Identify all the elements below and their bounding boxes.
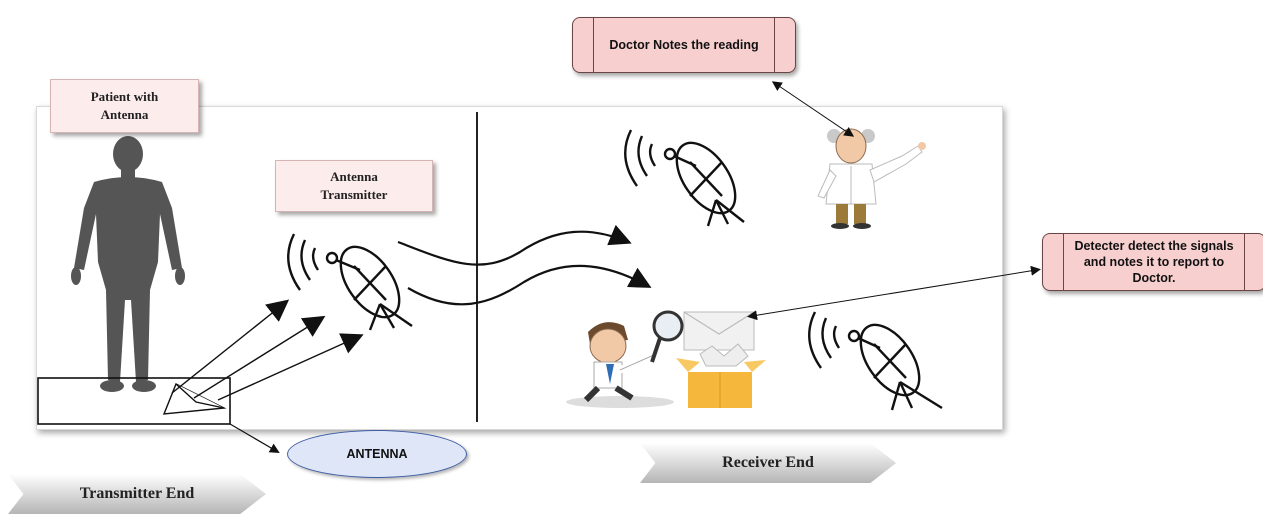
satellite-dish-icon bbox=[624, 129, 745, 227]
doctor-link-arrow bbox=[771, 81, 855, 137]
antenna-pointer bbox=[229, 423, 280, 454]
open-box-icon bbox=[676, 343, 766, 408]
doctor-callout: Doctor Notes the reading bbox=[572, 17, 796, 73]
antenna-ellipse: ANTENNA bbox=[287, 430, 467, 478]
transmitter-end-chevron: Transmitter End bbox=[8, 474, 266, 514]
doctor-icon bbox=[817, 128, 926, 229]
transmit-arrow bbox=[193, 315, 326, 399]
signal-wave-arrow bbox=[407, 264, 652, 306]
doctor-callout-text: Doctor Notes the reading bbox=[609, 38, 759, 52]
detective-icon bbox=[566, 322, 674, 408]
human-silhouette-icon bbox=[71, 136, 185, 392]
detector-callout: Detecter detect the signals and notes it… bbox=[1042, 233, 1263, 291]
transmit-arrow bbox=[171, 299, 290, 394]
antenna-ellipse-text: ANTENNA bbox=[346, 447, 408, 461]
paper-plane-icon bbox=[162, 383, 227, 415]
magnifier-icon bbox=[650, 310, 684, 363]
end-divider bbox=[476, 112, 478, 422]
transmitter-label: Antenna Transmitter bbox=[275, 160, 433, 212]
receiver-end-text: Receiver End bbox=[722, 454, 814, 471]
detector-link-arrow bbox=[747, 265, 1041, 321]
sensor-box bbox=[37, 377, 231, 425]
patient-label-text: Patient with Antenna bbox=[90, 89, 159, 122]
receiver-end-chevron: Receiver End bbox=[640, 443, 896, 483]
detector-callout-text: Detecter detect the signals and notes it… bbox=[1074, 239, 1234, 285]
patient-label: Patient with Antenna bbox=[50, 79, 199, 133]
envelope-icon bbox=[683, 311, 755, 351]
satellite-dish-icon bbox=[808, 311, 943, 411]
satellite-dish-icon bbox=[287, 233, 413, 331]
signal-wave-arrow bbox=[397, 224, 632, 266]
transmitter-end-text: Transmitter End bbox=[79, 485, 195, 502]
transmit-arrow bbox=[217, 333, 364, 401]
transmitter-label-text: Antenna Transmitter bbox=[320, 169, 388, 202]
